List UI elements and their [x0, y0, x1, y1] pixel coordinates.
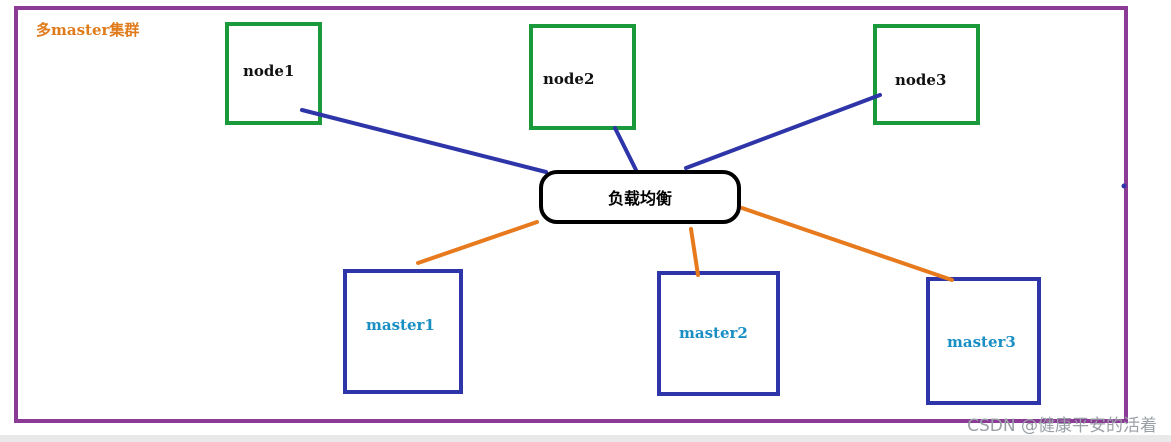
- load-balancer-box: [539, 170, 741, 224]
- node3-label: node3: [895, 71, 947, 89]
- node3-box: [873, 24, 980, 125]
- node2-label: node2: [543, 70, 595, 88]
- load-balancer-label: 负载均衡: [607, 188, 672, 208]
- link-master1-lb: [416, 220, 539, 265]
- link-node2-lb: [613, 126, 638, 172]
- master1-box: [343, 269, 463, 394]
- node1-box: [225, 22, 322, 125]
- master3-label: master3: [947, 333, 1016, 351]
- link-master2-lb: [689, 227, 700, 277]
- watermark: CSDN @健康平安的活着: [967, 416, 1157, 436]
- link-node3-lb: [684, 93, 882, 170]
- master3-box: [926, 277, 1041, 405]
- master2-label: master2: [679, 324, 748, 342]
- cluster-frame: [14, 6, 1128, 423]
- node2-box: [529, 24, 636, 130]
- master2-box: [657, 271, 780, 396]
- diagram-title: 多master集群: [36, 21, 140, 39]
- frame-handle-dot: [1121, 183, 1127, 189]
- link-node1-lb: [300, 108, 548, 174]
- bottom-strip: [0, 435, 1171, 442]
- link-master3-lb: [740, 206, 954, 282]
- node1-label: node1: [243, 62, 295, 80]
- master1-label: master1: [366, 316, 435, 334]
